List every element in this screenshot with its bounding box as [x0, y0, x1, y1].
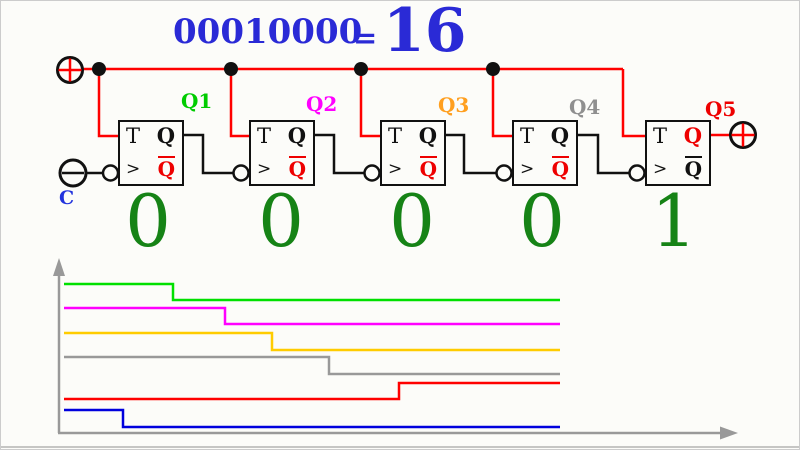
clock-bubble	[232, 164, 250, 182]
pin-qbar-label: Q	[157, 156, 175, 181]
waveform-Q2	[64, 306, 560, 326]
y-axis-arrow-icon	[53, 258, 65, 276]
clock-label: C	[59, 187, 75, 209]
wire-t-rail	[82, 67, 646, 138]
pin-q-label: Q	[156, 123, 175, 148]
pin-clock-label: >	[653, 159, 668, 179]
junction-dot	[224, 62, 238, 76]
equals-sign: =	[353, 21, 378, 55]
waveform-Q5	[64, 381, 560, 401]
wire-q3-to-clk4	[446, 133, 496, 175]
pin-t-label: T	[653, 124, 668, 148]
label-q2: Q2	[306, 92, 338, 116]
pin-q-label: Q	[418, 123, 437, 148]
wire-q4-to-clk5	[578, 133, 629, 175]
clock-bubble	[101, 164, 120, 182]
wire-q1-to-clk2	[184, 133, 233, 175]
minus-circle-icon	[58, 158, 88, 188]
binary-count-text: 00010000	[173, 12, 363, 52]
bit-value-q3: 0	[389, 179, 435, 263]
flipflop-q5: T Q > Q	[645, 120, 711, 186]
waveform-Q3	[64, 331, 560, 352]
pin-clock-label: >	[126, 159, 141, 179]
flipflop-q4: T Q > Q	[512, 120, 578, 186]
label-q1: Q1	[181, 89, 213, 113]
pin-q-label: Q	[287, 123, 306, 148]
plus-circle-icon	[729, 121, 757, 149]
pin-qbar-label: Q	[684, 156, 702, 181]
x-axis-arrow-icon	[720, 426, 738, 440]
junction-dot	[354, 62, 368, 76]
pin-t-label: T	[520, 124, 535, 148]
flipflop-q3: T Q > Q	[380, 120, 446, 186]
waveform-group	[64, 282, 560, 429]
pin-clock-label: >	[520, 159, 535, 179]
clock-bubble	[495, 164, 513, 182]
waveform-Q1	[64, 282, 560, 302]
bit-value-q5: 1	[651, 179, 697, 263]
pin-t-label: T	[257, 124, 272, 148]
pin-q-label: Q	[683, 123, 702, 148]
bit-value-q2: 0	[258, 179, 304, 263]
label-q3: Q3	[438, 93, 470, 117]
junction-dot	[92, 62, 106, 76]
clock-bubble	[363, 164, 381, 182]
bit-value-q1: 0	[125, 179, 171, 263]
label-q4: Q4	[569, 95, 601, 119]
pin-qbar-label: Q	[551, 156, 569, 181]
pin-t-label: T	[388, 124, 403, 148]
plus-circle-icon	[56, 56, 84, 84]
pin-q-label: Q	[550, 123, 569, 148]
decimal-count-text: 16	[383, 0, 467, 66]
label-q5: Q5	[705, 97, 737, 121]
flipflop-q2: T Q > Q	[249, 120, 315, 186]
pin-qbar-label: Q	[419, 156, 437, 181]
waveform-C	[64, 408, 560, 429]
clock-bubble	[628, 164, 646, 182]
pin-clock-label: >	[388, 159, 403, 179]
wire-q2-to-clk3	[315, 133, 364, 175]
pin-qbar-label: Q	[288, 156, 306, 181]
junction-dot	[486, 62, 500, 76]
bit-value-q4: 0	[519, 179, 565, 263]
flipflop-q1: T Q > Q	[118, 120, 184, 186]
waveform-Q4	[64, 355, 560, 376]
pin-clock-label: >	[257, 159, 272, 179]
pin-t-label: T	[126, 124, 141, 148]
